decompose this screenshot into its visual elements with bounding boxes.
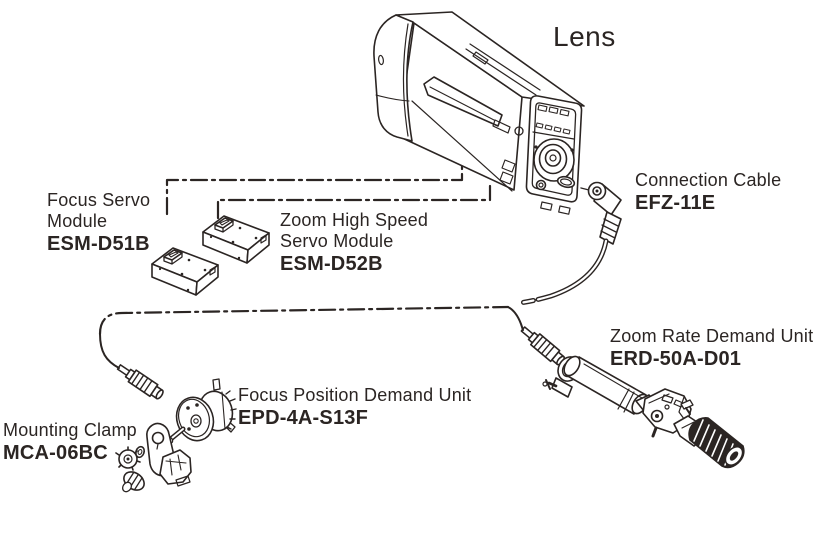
focus-position-demand-unit-illustration <box>164 378 237 445</box>
efz-cable-run <box>516 238 609 306</box>
lens-illustration <box>373 11 585 215</box>
lens-label: Lens <box>553 22 616 52</box>
part-name-line: Zoom High Speed <box>280 210 429 230</box>
part-name-line: Mounting Clamp <box>3 420 137 440</box>
focus-servo-module-illustration <box>151 247 219 296</box>
part-model: EPD-4A-S13F <box>238 407 369 429</box>
mounting-clamp-label: Mounting Clamp MCA-06BC <box>3 420 137 465</box>
connector-lines <box>98 164 524 369</box>
part-name-line: Module <box>47 211 108 231</box>
part-name-line: Focus Servo <box>47 190 151 210</box>
demand-units-line <box>98 305 510 336</box>
part-name-line: Focus Position Demand Unit <box>238 385 472 405</box>
zoom-rate-demand-unit-label: Zoom Rate Demand Unit ERD-50A-D01 <box>610 326 813 371</box>
epd-cable <box>99 333 120 369</box>
zoom-rate-demand-unit-illustration <box>542 355 745 469</box>
erd-branch-cable <box>507 306 524 331</box>
part-model: ERD-50A-D01 <box>610 348 742 370</box>
connection-cable-label: Connection Cable EFZ-11E <box>635 170 781 215</box>
focus-position-demand-unit-label: Focus Position Demand Unit EPD-4A-S13F <box>238 385 471 430</box>
connection-cable-illustration <box>516 181 622 306</box>
part-model: ESM-D52B <box>280 253 383 275</box>
lens-to-focus-servo-line <box>165 164 464 216</box>
focus-servo-module-label: Focus Servo Module ESM-D51B <box>47 190 150 256</box>
zoom-demand-plug <box>517 322 568 369</box>
zoom-servo-module-label: Zoom High Speed Servo Module ESM-D52B <box>280 210 428 276</box>
mounting-clamp-illustration <box>115 422 192 493</box>
part-model: MCA-06BC <box>3 442 108 464</box>
part-name-line: Servo Module <box>280 231 394 251</box>
lens-to-zoom-servo-line <box>216 184 492 220</box>
zoom-servo-module-illustration <box>202 215 270 264</box>
lens-label-text: Lens <box>553 21 616 52</box>
part-name-line: Zoom Rate Demand Unit <box>610 326 814 346</box>
focus-demand-plug <box>114 360 167 403</box>
part-name-line: Connection Cable <box>635 170 782 190</box>
part-model: EFZ-11E <box>635 192 716 214</box>
part-model: ESM-D51B <box>47 233 150 255</box>
